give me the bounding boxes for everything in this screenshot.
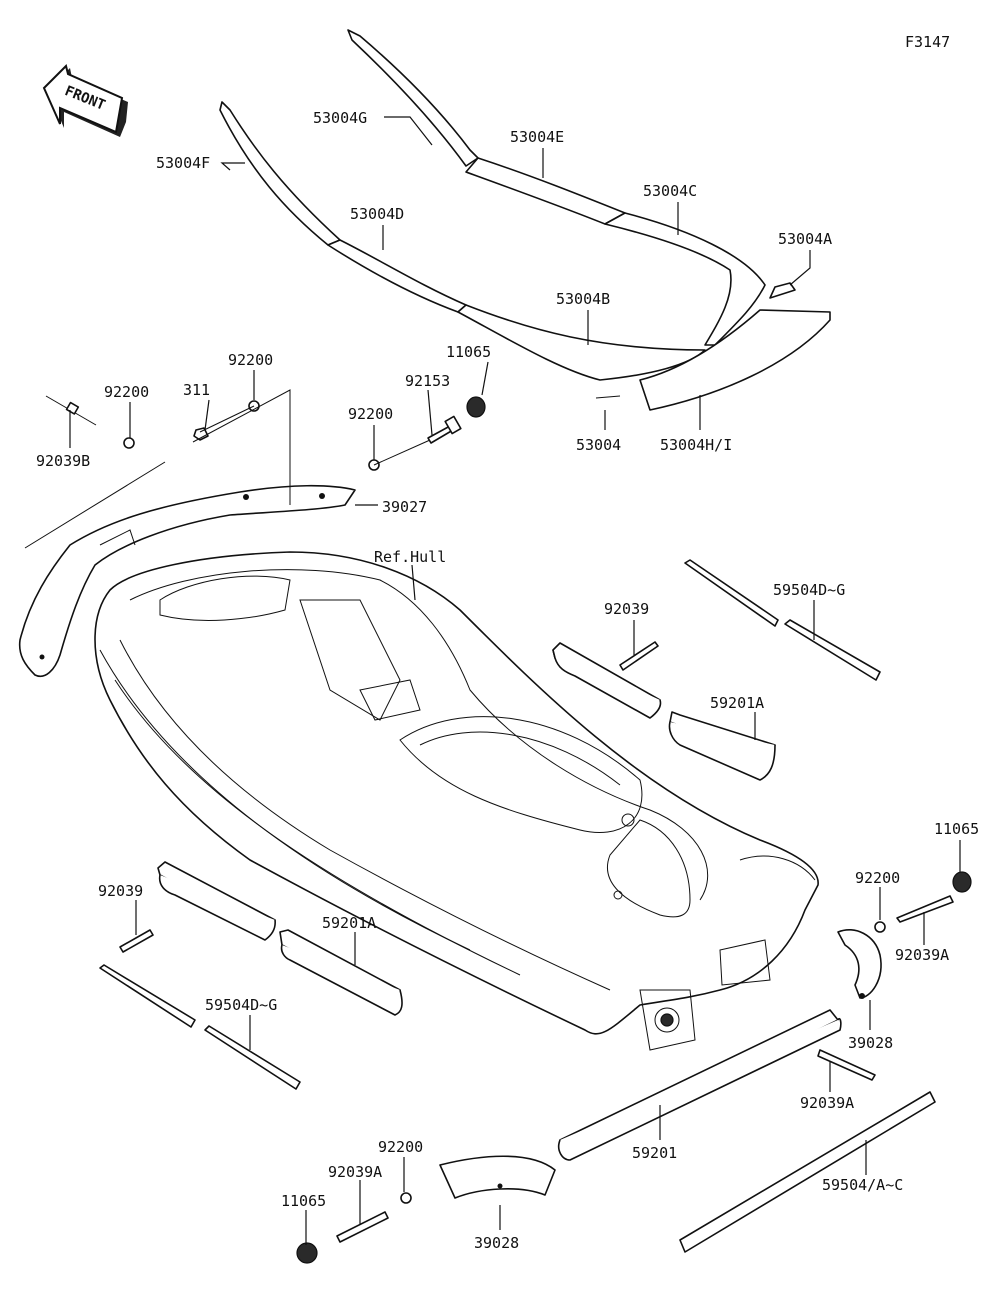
- label-11065-a: 11065: [446, 343, 491, 361]
- sponson-59201A-lower: [157, 861, 403, 1016]
- label-92200-d: 92200: [855, 869, 900, 887]
- label-53004A: 53004A: [778, 230, 832, 248]
- label-53004C: 53004C: [643, 182, 697, 200]
- bumper-39027: [18, 484, 356, 677]
- mat-53004HI: [639, 309, 831, 411]
- label-53004G: 53004G: [313, 109, 367, 127]
- label-53004E: 53004E: [510, 128, 564, 146]
- figure-code: F3147: [905, 33, 950, 51]
- label-92039B: 92039B: [36, 452, 90, 470]
- label-39027: 39027: [382, 498, 427, 516]
- washer-icon: [874, 921, 886, 933]
- label-53004F: 53004F: [156, 154, 210, 172]
- washer-icon: [400, 1192, 412, 1204]
- label-92200-e: 92200: [378, 1138, 423, 1156]
- label-59504AC: 59504/A~C: [822, 1176, 903, 1194]
- label-92039A-c: 92039A: [328, 1163, 382, 1181]
- label-11065-b: 11065: [934, 820, 979, 838]
- label-59201A-a: 59201A: [710, 694, 764, 712]
- strip-59504DG-upper: [684, 559, 881, 681]
- mat-53004C: [604, 212, 766, 346]
- label-92200-a: 92200: [228, 351, 273, 369]
- label-39028-b: 39028: [474, 1234, 519, 1252]
- label-59201: 59201: [632, 1144, 677, 1162]
- sponson-59201A-upper: [552, 642, 776, 781]
- front-arrow-icon: FRONT: [42, 64, 128, 137]
- hull-outline: [94, 551, 819, 1035]
- leader-lines: [24, 116, 961, 1245]
- cap-icon: [466, 396, 486, 418]
- label-59504DG-a: 59504D~G: [773, 581, 845, 599]
- label-39028-a: 39028: [848, 1034, 893, 1052]
- cap-icon: [296, 1242, 318, 1264]
- label-92039-b: 92039: [98, 882, 143, 900]
- label-53004D: 53004D: [350, 205, 404, 223]
- mat-53004E: [465, 157, 626, 225]
- sponson-59201: [557, 1009, 842, 1161]
- label-59504DG-b: 59504D~G: [205, 996, 277, 1014]
- label-11065-c: 11065: [281, 1192, 326, 1210]
- label-92039A-a: 92039A: [895, 946, 949, 964]
- part-labels: 53004G 53004E 53004F 53004D 53004C 53004…: [36, 109, 979, 1252]
- label-53004: 53004: [576, 436, 621, 454]
- washer-icon: [123, 437, 135, 449]
- label-53004B: 53004B: [556, 290, 610, 308]
- mat-53004G: [347, 29, 479, 167]
- label-92039A-b: 92039A: [800, 1094, 854, 1112]
- fasteners: [45, 395, 972, 1264]
- nut-icon: [193, 427, 209, 441]
- label-ref-hull: Ref.Hull: [374, 548, 446, 566]
- strip-59504DG-lower: [99, 964, 301, 1090]
- label-92153: 92153: [405, 372, 450, 390]
- cap-icon: [952, 871, 972, 893]
- mat-53004: [595, 395, 621, 399]
- label-53004HI: 53004H/I: [660, 436, 732, 454]
- mat-53004D: [327, 239, 467, 313]
- mat-53004B: [457, 304, 706, 381]
- label-311: 311: [183, 381, 210, 399]
- strip-59504AC: [679, 1091, 936, 1253]
- label-92200-c: 92200: [348, 405, 393, 423]
- mat-53004A: [769, 282, 796, 299]
- label-92039-a: 92039: [604, 600, 649, 618]
- bumper-39028-right: [837, 929, 882, 999]
- label-59201A-b: 59201A: [322, 914, 376, 932]
- label-92200-b: 92200: [104, 383, 149, 401]
- deck-mat-group: [219, 29, 831, 411]
- hull: [94, 551, 819, 1051]
- bumper-39028-lower: [439, 1155, 556, 1199]
